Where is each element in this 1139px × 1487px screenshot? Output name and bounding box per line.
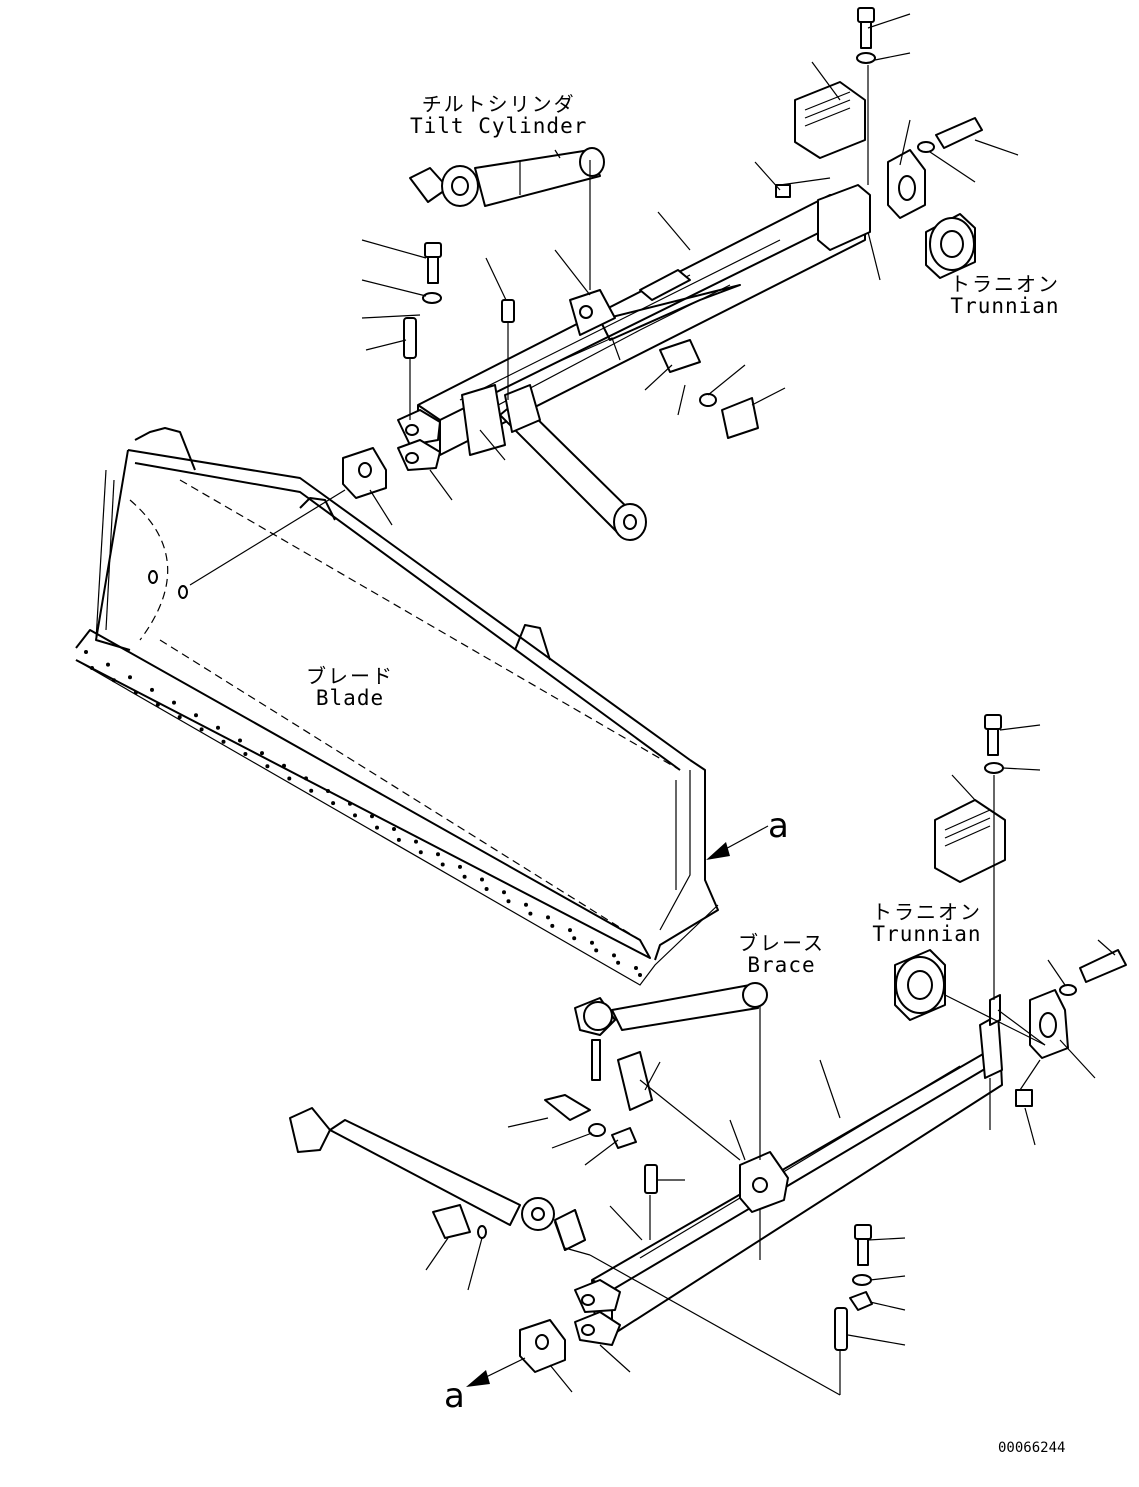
bolt-hole <box>418 850 423 855</box>
bolt-hole <box>221 739 226 744</box>
bolt-hole <box>282 763 286 768</box>
upper-leader-lines <box>361 13 1019 526</box>
bolt-hole <box>638 973 642 977</box>
upper-tilt-cylinder <box>409 147 605 207</box>
bolt-hole <box>309 788 314 793</box>
bolt-hole <box>370 814 374 819</box>
bolt-hole <box>243 752 248 756</box>
bolt-hole <box>594 948 599 953</box>
view-arrows <box>466 825 769 1387</box>
bolt-hole <box>458 864 462 869</box>
lower-frame <box>574 994 1003 1346</box>
trunnion-top-label-jp: トラニオン <box>950 272 1060 296</box>
lower-trunnion <box>894 949 1069 1059</box>
bolt-hole <box>568 928 572 933</box>
bolt-hole <box>216 725 220 730</box>
bolt-hole <box>326 789 330 793</box>
view-marker-lower: a <box>444 1376 465 1416</box>
trunnion-bottom-label-en: Trunnian <box>872 922 982 946</box>
bolt-hole <box>304 776 308 781</box>
bolt-hole <box>590 940 594 945</box>
bolt-hole <box>194 713 198 718</box>
lower-leader-lines <box>425 724 1116 1396</box>
bolt-hole <box>414 839 418 844</box>
bolt-hole <box>260 751 264 756</box>
bolt-hole <box>396 837 401 842</box>
bolt-hole <box>90 666 94 670</box>
brace-label-en: Brace <box>747 953 816 977</box>
bolt-hole <box>392 827 396 831</box>
bolt-hole <box>502 890 506 895</box>
brace-label-jp: ブレース <box>738 931 825 955</box>
bolt-hole <box>616 960 621 965</box>
trunnion-bottom-label-jp: トラニオン <box>872 900 982 924</box>
bolt-hole <box>462 874 467 879</box>
bolt-hole <box>634 966 638 970</box>
bolt-hole <box>484 887 489 891</box>
lower-fasteners <box>432 714 1127 1373</box>
upper-trunnion <box>887 149 976 279</box>
upper-frame <box>397 184 871 471</box>
brace-label: ブレース Brace <box>738 933 825 976</box>
bolt-hole <box>331 801 336 806</box>
lower-tilt-cylinder <box>289 1107 586 1251</box>
bolt-hole <box>155 702 160 707</box>
bolt-hole <box>375 825 379 830</box>
upper-brace <box>499 384 647 541</box>
lower-brace <box>574 982 768 1081</box>
bolt-hole <box>528 911 533 916</box>
bolt-hole <box>106 662 110 667</box>
bolt-hole <box>150 687 154 692</box>
blade-label: ブレード Blade <box>306 666 394 709</box>
drawing-number: 00066244 <box>998 1440 1066 1456</box>
view-marker-upper: a <box>768 806 789 846</box>
bolt-hole <box>436 852 440 857</box>
bolt-hole <box>84 650 88 654</box>
bolt-hole <box>287 776 292 781</box>
bolt-hole <box>506 899 511 904</box>
bolt-hole <box>353 813 357 818</box>
bolt-hole <box>572 936 577 941</box>
upper-fasteners <box>342 7 983 499</box>
bolt-hole <box>348 801 352 806</box>
bolt-hole <box>128 675 132 680</box>
bolt-hole <box>133 690 138 695</box>
bolt-hole <box>265 764 270 769</box>
bolt-hole <box>172 700 176 705</box>
trunnion-top-label-en: Trunnian <box>950 294 1060 318</box>
trunnion-bottom-label: トラニオン Trunnian <box>872 902 982 945</box>
tilt-cylinder-label-en: Tilt Cylinder <box>410 114 588 138</box>
trunnion-top-label: トラニオン Trunnian <box>950 274 1060 317</box>
bolt-hole <box>480 877 484 882</box>
bolt-hole <box>612 953 616 958</box>
blade <box>75 427 719 986</box>
bolt-hole <box>111 678 116 683</box>
bolt-hole <box>440 862 445 867</box>
upper-guard <box>794 81 866 159</box>
bolt-hole <box>199 727 204 732</box>
bolt-hole <box>177 715 182 720</box>
tilt-cylinder-label: チルトシリンダ Tilt Cylinder <box>410 94 587 137</box>
bolt-hole <box>550 923 555 928</box>
bolt-hole <box>238 738 242 743</box>
bolt-hole <box>546 915 550 920</box>
bolt-hole <box>524 902 528 907</box>
tilt-cylinder-label-jp: チルトシリンダ <box>421 92 576 116</box>
blade-label-jp: ブレード <box>306 664 394 688</box>
blade-label-en: Blade <box>315 686 385 710</box>
